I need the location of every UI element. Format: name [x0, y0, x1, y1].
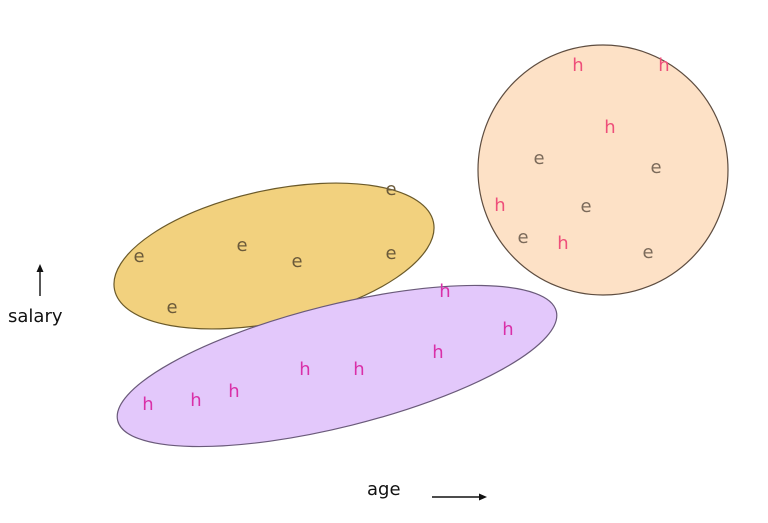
gold-cluster-point-e: e	[291, 251, 302, 272]
peach-cluster-point-h: h	[494, 195, 505, 216]
lilac-cluster-point-h: h	[228, 381, 239, 402]
lilac-cluster-point-h: h	[299, 359, 310, 380]
lilac-cluster-point-h: h	[353, 359, 364, 380]
gold-cluster-point-e: e	[236, 235, 247, 256]
peach-cluster-point-h: h	[572, 55, 583, 76]
lilac-cluster-point-h: h	[502, 319, 513, 340]
peach-cluster-point-e: e	[517, 227, 528, 248]
peach-cluster-point-e: e	[533, 148, 544, 169]
lilac-cluster-point-h: h	[432, 342, 443, 363]
peach-cluster-point-h: h	[658, 55, 669, 76]
peach-cluster-point-e: e	[580, 196, 591, 217]
gold-cluster-point-e: e	[133, 246, 144, 267]
age-arrow-icon	[432, 493, 487, 501]
lilac-cluster-point-h: h	[190, 390, 201, 411]
salary-arrow-icon	[36, 264, 44, 296]
peach-cluster-point-h: h	[604, 117, 615, 138]
peach-cluster-circle	[477, 44, 729, 296]
y-axis-label: salary	[8, 306, 63, 327]
peach-cluster-point-e: e	[642, 242, 653, 263]
peach-cluster-point-h: h	[557, 233, 568, 254]
gold-cluster-point-e: e	[385, 243, 396, 264]
peach-cluster-point-e: e	[650, 157, 661, 178]
gold-cluster-point-e: e	[385, 179, 396, 200]
gold-cluster-point-e: e	[166, 297, 177, 318]
lilac-cluster-point-h: h	[439, 281, 450, 302]
x-axis-label: age	[367, 479, 401, 500]
lilac-cluster-ellipse	[116, 284, 558, 448]
lilac-cluster-point-h: h	[142, 394, 153, 415]
